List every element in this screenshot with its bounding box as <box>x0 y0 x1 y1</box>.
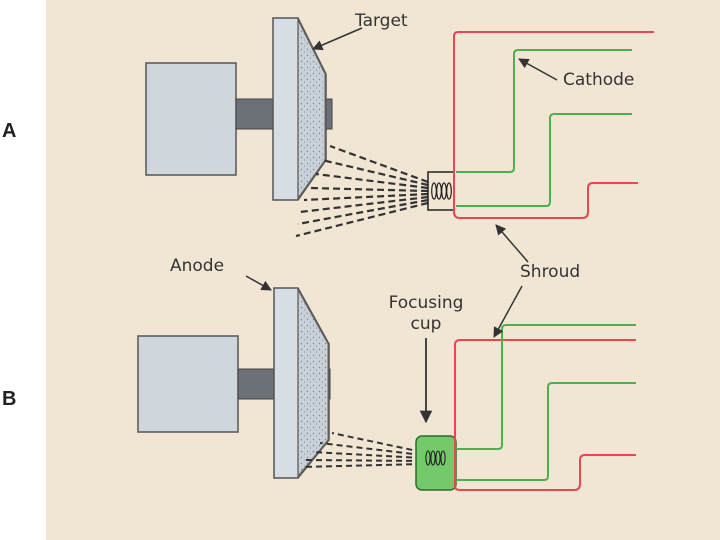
cathode-line-inner <box>456 382 636 481</box>
focusing-cup-label: Focusing cup <box>374 293 478 335</box>
cathode-pointer <box>518 58 558 81</box>
panel-b <box>137 275 636 491</box>
cathode-line-inner <box>456 113 632 207</box>
target-label: Target <box>355 11 408 31</box>
focusing-cup-label-line1: Focusing <box>388 293 464 313</box>
shroud-label: Shroud <box>520 262 581 282</box>
shroud-line-top <box>453 31 654 219</box>
panel-label-a: A <box>2 120 17 142</box>
anode-pointer <box>245 275 272 291</box>
cathode-label: Cathode <box>563 70 635 90</box>
shroud-pointer-b <box>493 285 523 338</box>
shroud-line-bottom <box>454 339 636 491</box>
filament-coil-icon <box>431 182 452 200</box>
anode-housing-block <box>137 335 239 433</box>
shroud-pointer-a <box>495 224 529 263</box>
focusing-cup-label-line2: cup <box>410 314 442 334</box>
filament-coil-icon <box>425 450 446 466</box>
electron-beam <box>301 432 423 468</box>
panel-label-b: B <box>2 388 17 410</box>
anode-housing-block <box>145 62 237 176</box>
target-surface <box>297 288 329 478</box>
anode-label: Anode <box>170 256 225 276</box>
target-surface <box>297 19 326 200</box>
cathode-line-outer <box>456 324 636 450</box>
electron-beam <box>295 144 429 238</box>
panel-a <box>145 17 654 263</box>
target-pointer <box>312 27 363 51</box>
cathode-line-outer <box>456 49 632 173</box>
